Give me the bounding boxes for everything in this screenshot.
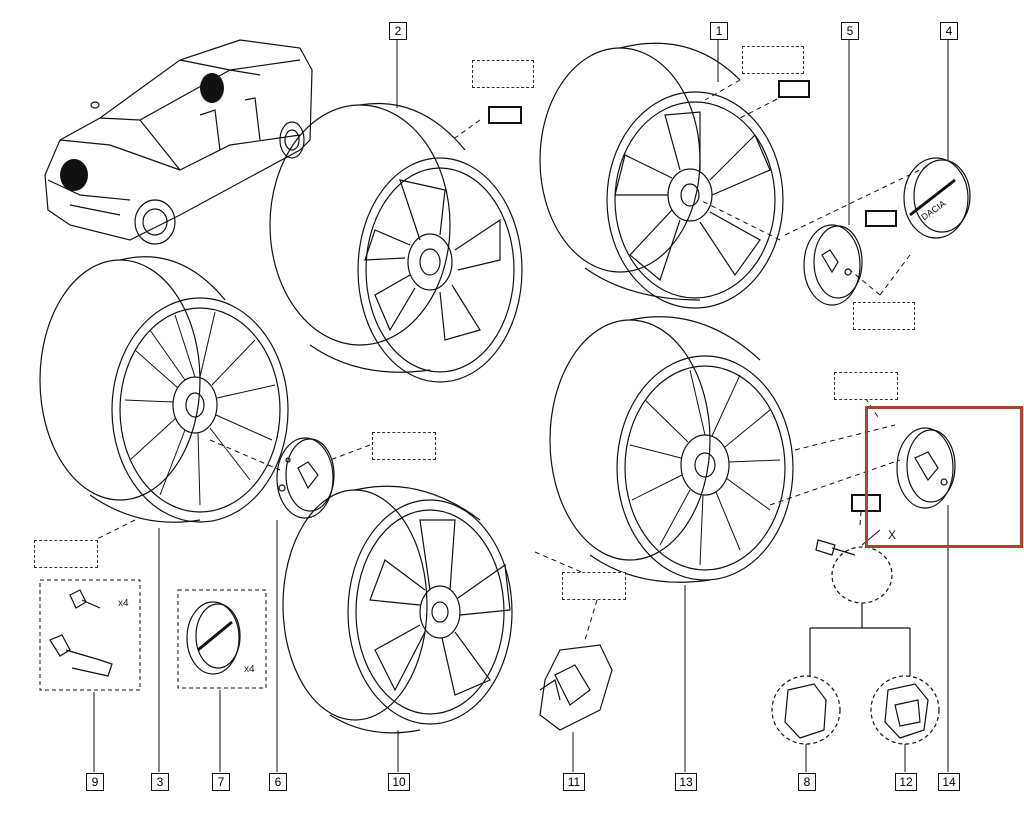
ref-box-f (562, 572, 626, 600)
kit-box-9 (39, 579, 141, 691)
callout-14[interactable]: 14 (938, 773, 960, 791)
callout-11[interactable]: 11 (563, 773, 585, 791)
car-illustration (44, 39, 313, 245)
ref-box-d (372, 432, 436, 460)
callout-3[interactable]: 3 (151, 773, 169, 791)
ref-tag-b (778, 80, 810, 98)
marker-x: X (888, 528, 897, 542)
wheel-2 (269, 102, 523, 383)
ref-box-c (853, 302, 915, 330)
centre-cap-5 (803, 224, 863, 306)
leader-lines (93, 40, 949, 772)
callout-10[interactable]: 10 (388, 773, 410, 791)
centre-cap-11 (539, 644, 613, 731)
wheel-bolt-x (809, 539, 911, 676)
callout-8[interactable]: 8 (798, 773, 816, 791)
centre-cap-4 (903, 157, 971, 239)
wheel-highlight-front (60, 159, 88, 191)
anti-theft-bolt (69, 589, 101, 609)
qty-caps: x4 (244, 664, 255, 675)
anti-theft-key (49, 634, 113, 677)
ref-tag-c (865, 210, 897, 227)
wheel-nut-8 (771, 675, 841, 745)
wheel-1 (539, 42, 784, 309)
centre-cap-14 (896, 427, 956, 509)
dashed-leaders (94, 79, 931, 641)
ref-tag-a (488, 106, 522, 124)
centre-cap-7 (186, 601, 241, 675)
callout-9[interactable]: 9 (86, 773, 104, 791)
wheel-13 (549, 316, 794, 583)
wheel-3 (39, 256, 289, 523)
ref-box-b (742, 46, 804, 74)
wheel-nut-12 (870, 675, 940, 745)
caps-box-7 (177, 589, 267, 689)
ref-box-e (34, 540, 98, 568)
centre-cap-6 (276, 437, 335, 519)
callout-13[interactable]: 13 (675, 773, 697, 791)
callout-6[interactable]: 6 (269, 773, 287, 791)
brand-text-cap-4: DACIA (919, 198, 947, 222)
callout-4[interactable]: 4 (940, 22, 958, 40)
highlight-frame (865, 406, 1023, 548)
callout-5[interactable]: 5 (841, 22, 859, 40)
ref-box-g (834, 372, 898, 400)
wheel-10 (282, 485, 513, 734)
wheel-highlight-rear (200, 73, 224, 103)
callout-2[interactable]: 2 (389, 22, 407, 40)
callout-7[interactable]: 7 (212, 773, 230, 791)
qty-screws: x4 (118, 598, 129, 609)
ref-box-a (472, 60, 534, 88)
callout-1[interactable]: 1 (710, 22, 728, 40)
callout-12[interactable]: 12 (895, 773, 917, 791)
